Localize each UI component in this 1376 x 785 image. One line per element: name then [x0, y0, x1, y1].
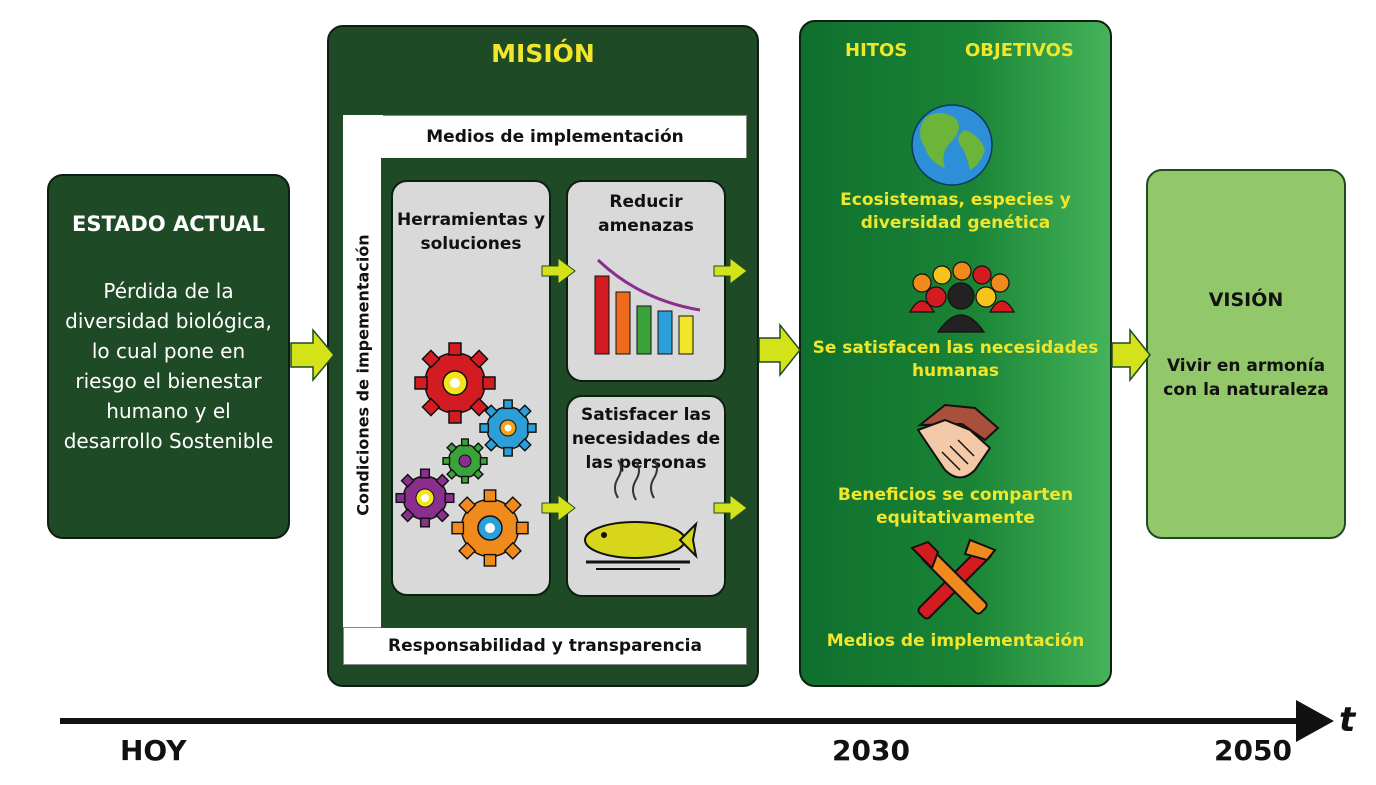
arrow-small-2 [541, 493, 576, 523]
goal-label-4: Medios de implementación [826, 631, 1085, 651]
arrow-small-3 [713, 256, 748, 286]
vision-body: Vivir en armonía con la naturaleza [1163, 356, 1329, 400]
label-2030: 2030 [832, 734, 910, 767]
declining-bars-icon [594, 258, 701, 355]
timeline-axis [60, 700, 1334, 742]
side-bar: Condiciones de impementación [343, 115, 383, 635]
vision-title: VISIÓN [1208, 289, 1284, 311]
hitos-header: HITOS [845, 40, 908, 61]
globe-icon [911, 104, 993, 186]
goal-label-1: Ecosistemas, especies y diversidad genét… [840, 190, 1071, 233]
estado-title: ESTADO ACTUAL [71, 212, 266, 236]
tools-icon [910, 538, 997, 620]
estado-actual-box: ESTADO ACTUAL Pérdida de la diversidad b… [47, 174, 290, 539]
label-t: t [1339, 700, 1356, 740]
arrow-hitos-vision [1111, 327, 1151, 383]
gears-icon [395, 342, 537, 567]
arrow-estado-mision [290, 327, 335, 383]
tools-label: Herramientas y soluciones [397, 210, 545, 254]
fish-plate-icon [584, 459, 698, 570]
goal-label-2: Se satisfacen las necesidades humanas [812, 338, 1099, 381]
label-hoy: HOY [120, 734, 187, 767]
arrow-small-4 [713, 493, 748, 523]
vision-box: VISIÓN Vivir en armonía con la naturalez… [1146, 169, 1346, 539]
arrow-mision-hitos [758, 322, 801, 378]
handshake-icon [916, 403, 1000, 479]
label-2050: 2050 [1214, 734, 1292, 767]
bottom-bar-label: Responsabilidad y transparencia [388, 636, 702, 656]
objetivos-header: OBJETIVOS [965, 40, 1074, 61]
goal-label-3: Beneficios se comparten equitativamente [837, 485, 1074, 528]
arrow-small-1 [541, 256, 576, 286]
people-icon [908, 261, 1016, 333]
estado-body: Pérdida de la diversidad biológica, lo c… [63, 279, 274, 453]
reduce-label: Reducir amenazas [598, 192, 694, 236]
top-bar-label: Medios de implementación [426, 127, 684, 147]
mision-title: MISIÓN [491, 39, 595, 68]
top-bar: Medios de implementación [343, 115, 747, 159]
satisfy-label: Satisfacer las necesidades de las person… [571, 405, 721, 473]
